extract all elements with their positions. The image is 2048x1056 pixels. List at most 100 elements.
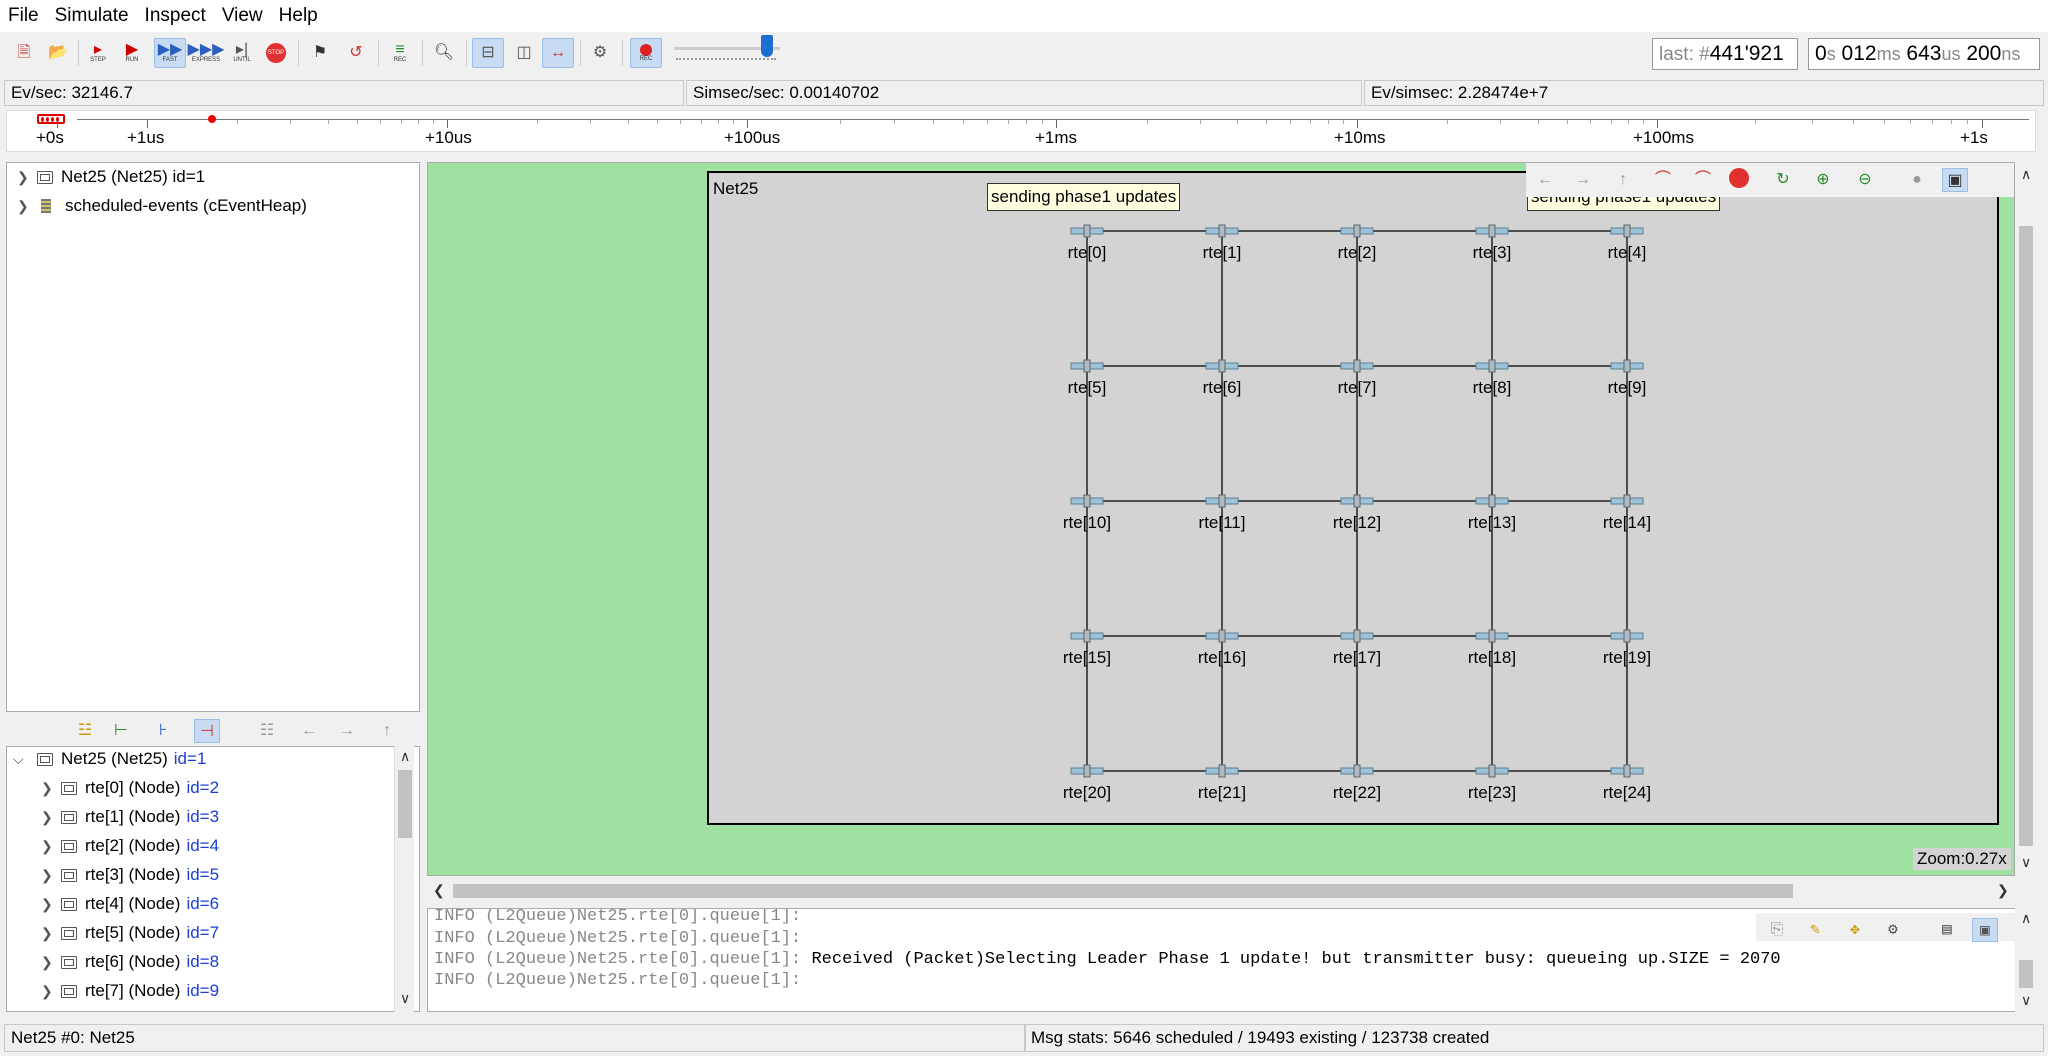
node-label[interactable]: rte[7] [1337,378,1377,397]
node-label[interactable]: rte[13] [1467,513,1517,532]
timeline-button[interactable]: ↔ [542,38,574,68]
log-scrollbar[interactable]: ∧ ∨ [2015,908,2037,1012]
node-label[interactable]: rte[18] [1467,648,1517,667]
layout-vertical-button[interactable]: ◫ [508,38,540,68]
rebuild-button[interactable]: ↺ [340,38,372,68]
scroll-up-icon[interactable]: ∧ [2021,166,2032,182]
menu-help[interactable]: Help [278,5,318,26]
event-marker[interactable] [208,115,216,123]
router-icon[interactable] [1070,629,1104,643]
scroll-left-icon[interactable]: ❮ [433,882,445,898]
module-list-scrollbar[interactable]: ∧ ∨ [394,746,414,1012]
forward-button[interactable]: → [334,719,360,743]
copy-button[interactable]: ⎘ [1764,918,1790,942]
messages-mode-button[interactable]: ▤ [1934,918,1960,942]
canvas-stop-button[interactable] [1726,168,1752,192]
node-label[interactable]: rte[5] [1067,378,1107,397]
list-item[interactable]: ❯rte[0] (Node)id=2 [41,778,220,797]
node-label[interactable]: rte[20] [1062,783,1112,802]
preferences-button[interactable]: ⚙ [584,38,616,68]
log-settings-button[interactable]: ⚙ [1880,918,1906,942]
log-viewer[interactable]: INFO (L2Queue)Net25.rte[0].queue[1]: INF… [427,908,2035,1012]
router-icon[interactable] [1205,359,1239,373]
scroll-up-icon[interactable]: ∧ [2021,910,2032,926]
router-icon[interactable] [1070,494,1104,508]
chevron-right-icon[interactable]: ❯ [17,197,29,214]
node-label[interactable]: rte[24] [1602,783,1652,802]
router-icon[interactable] [1475,224,1509,238]
router-icon[interactable] [1610,224,1644,238]
chevron-right-icon[interactable]: ❯ [41,837,53,854]
node-label[interactable]: rte[11] [1198,513,1246,532]
event-cluster-marker[interactable] [37,114,65,124]
node-label[interactable]: rte[8] [1472,378,1512,397]
record-eventlog-button[interactable]: ≡REC [393,40,407,63]
router-icon[interactable] [1070,224,1104,238]
node-label[interactable]: rte[10] [1062,513,1112,532]
node-label[interactable]: rte[12] [1332,513,1382,532]
animation-slower-button[interactable]: ⌒ [1650,168,1676,192]
node-label[interactable]: rte[0] [1067,243,1107,262]
list-item[interactable]: ❯rte[8] (Node)id=10 [41,1010,229,1011]
inheritance-button[interactable]: ⊦ [150,719,176,743]
scroll-up-icon[interactable]: ∧ [400,748,411,764]
event-timeline[interactable]: +0s +1us +10us +100us +1ms +10ms +100ms … [6,110,2036,152]
router-icon[interactable] [1205,764,1239,778]
scroll-thumb[interactable] [398,770,412,838]
router-icon[interactable] [1610,629,1644,643]
chevron-right-icon[interactable]: ❯ [41,982,53,999]
node-label[interactable]: rte[22] [1332,783,1382,802]
router-icon[interactable] [1475,359,1509,373]
layer-button[interactable]: ▣ [1942,168,1968,192]
list-item[interactable]: ❯rte[2] (Node)id=4 [41,836,220,855]
show-module-names-button[interactable]: ● [1904,168,1930,192]
log-mode-button[interactable]: ▣ [1972,918,1998,942]
canvas-forward-button[interactable]: → [1570,168,1596,192]
relayout-button[interactable]: ↻ [1770,168,1796,192]
scroll-down-icon[interactable]: ∨ [2021,854,2032,870]
node-label[interactable]: rte[23] [1467,783,1517,802]
back-button[interactable]: ← [296,719,322,743]
canvas-back-button[interactable]: ← [1532,168,1558,192]
chevron-right-icon[interactable]: ❯ [41,808,53,825]
network-canvas[interactable]: Net25 rte[0]rte[1]rte[2]rte[3]rte[4]rte[… [427,162,2015,876]
router-icon[interactable] [1475,494,1509,508]
list-item[interactable]: ❯rte[1] (Node)id=3 [41,807,220,826]
chevron-right-icon[interactable]: ❯ [41,779,53,796]
router-icon[interactable] [1205,629,1239,643]
router-icon[interactable] [1340,629,1374,643]
fast-button[interactable]: ▶▶FAST [154,38,186,68]
animation-faster-button[interactable]: ⌒ [1690,168,1716,192]
until-button[interactable]: ▸|UNTIL [233,40,251,63]
node-label[interactable]: rte[17] [1332,648,1382,667]
list-item[interactable]: ❯rte[6] (Node)id=8 [41,952,220,971]
new-run-button[interactable]: 🗎 [8,38,40,68]
node-label[interactable]: rte[16] [1197,648,1247,667]
menu-simulate[interactable]: Simulate [54,5,129,26]
canvas-horizontal-scrollbar[interactable]: ❮ ❯ [427,880,2015,902]
children-button[interactable]: ⊢ [108,719,134,743]
list-item-net25[interactable]: ⌵ Net25 (Net25)id=1 [13,749,207,768]
express-button[interactable]: ▶▶▶EXPRESS [187,40,225,63]
find-log-button[interactable]: ✥ [1842,918,1868,942]
node-label[interactable]: rte[19] [1602,648,1652,667]
menu-file[interactable]: File [8,5,39,26]
router-icon[interactable] [1205,224,1239,238]
load-network-button[interactable]: 📂 [42,38,74,68]
router-icon[interactable] [1610,764,1644,778]
node-label[interactable]: rte[6] [1202,378,1242,397]
scroll-down-icon[interactable]: ∨ [2021,992,2032,1008]
router-icon[interactable] [1610,359,1644,373]
node-label[interactable]: rte[3] [1472,243,1512,262]
scroll-right-icon[interactable]: ❯ [1997,882,2009,898]
router-icon[interactable] [1610,494,1644,508]
scroll-thumb[interactable] [2019,226,2033,846]
menu-view[interactable]: View [221,5,263,26]
parent-button[interactable]: ↑ [374,719,400,743]
slider-thumb[interactable] [761,35,774,57]
zoom-out-button[interactable]: ⊖ [1852,168,1878,192]
router-icon[interactable] [1475,764,1509,778]
node-label[interactable]: rte[14] [1602,513,1652,532]
scroll-down-icon[interactable]: ∨ [400,990,411,1006]
router-icon[interactable] [1070,764,1104,778]
